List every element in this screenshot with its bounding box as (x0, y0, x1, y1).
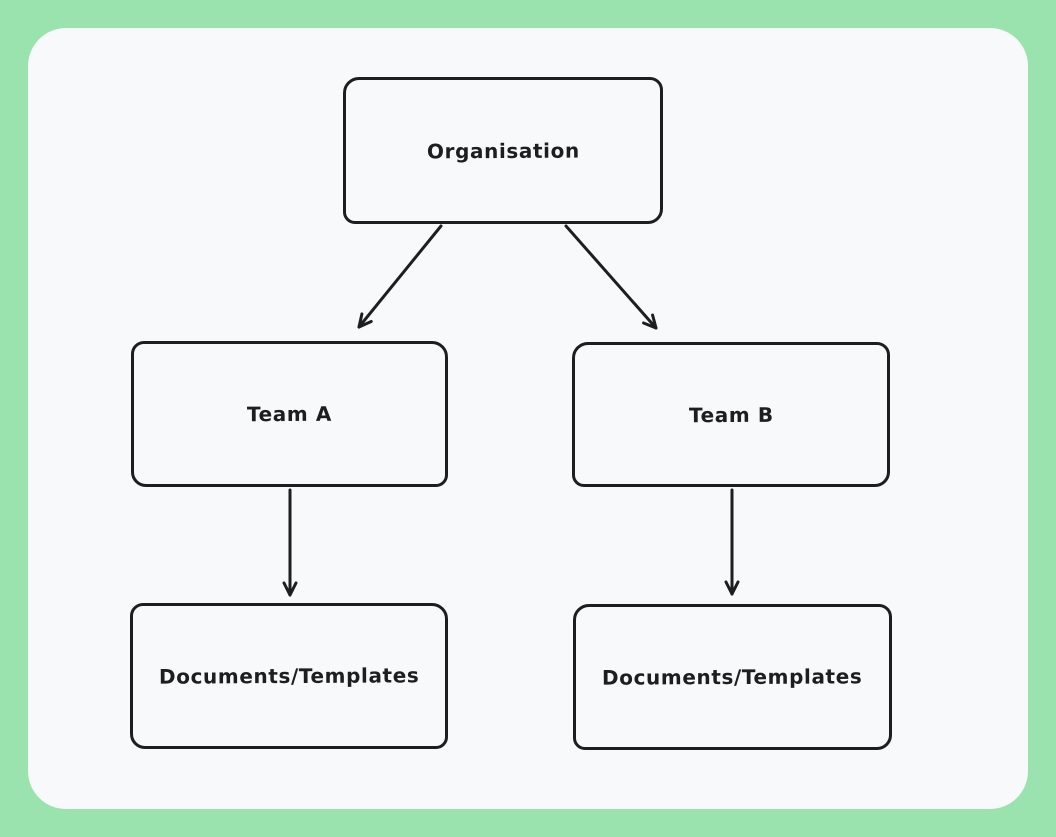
node-team-a[interactable]: Team A (131, 341, 448, 487)
edge-organisation-to-team-a[interactable] (357, 224, 443, 329)
whiteboard-canvas[interactable] (28, 28, 1028, 809)
edge-organisation-to-team-b[interactable] (564, 224, 658, 330)
node-team-b[interactable]: Team B (572, 342, 890, 487)
node-documents-templates-b[interactable]: Documents/Templates (573, 604, 892, 750)
node-organisation[interactable]: Organisation (343, 77, 663, 224)
node-documents-templates-a-label: Documents/Templates (158, 663, 420, 689)
node-team-a-label: Team A (246, 401, 333, 427)
node-documents-templates-b-label: Documents/Templates (602, 664, 863, 690)
node-team-b-label: Team B (688, 402, 774, 427)
node-organisation-label: Organisation (426, 138, 580, 163)
node-documents-templates-a[interactable]: Documents/Templates (130, 603, 448, 749)
